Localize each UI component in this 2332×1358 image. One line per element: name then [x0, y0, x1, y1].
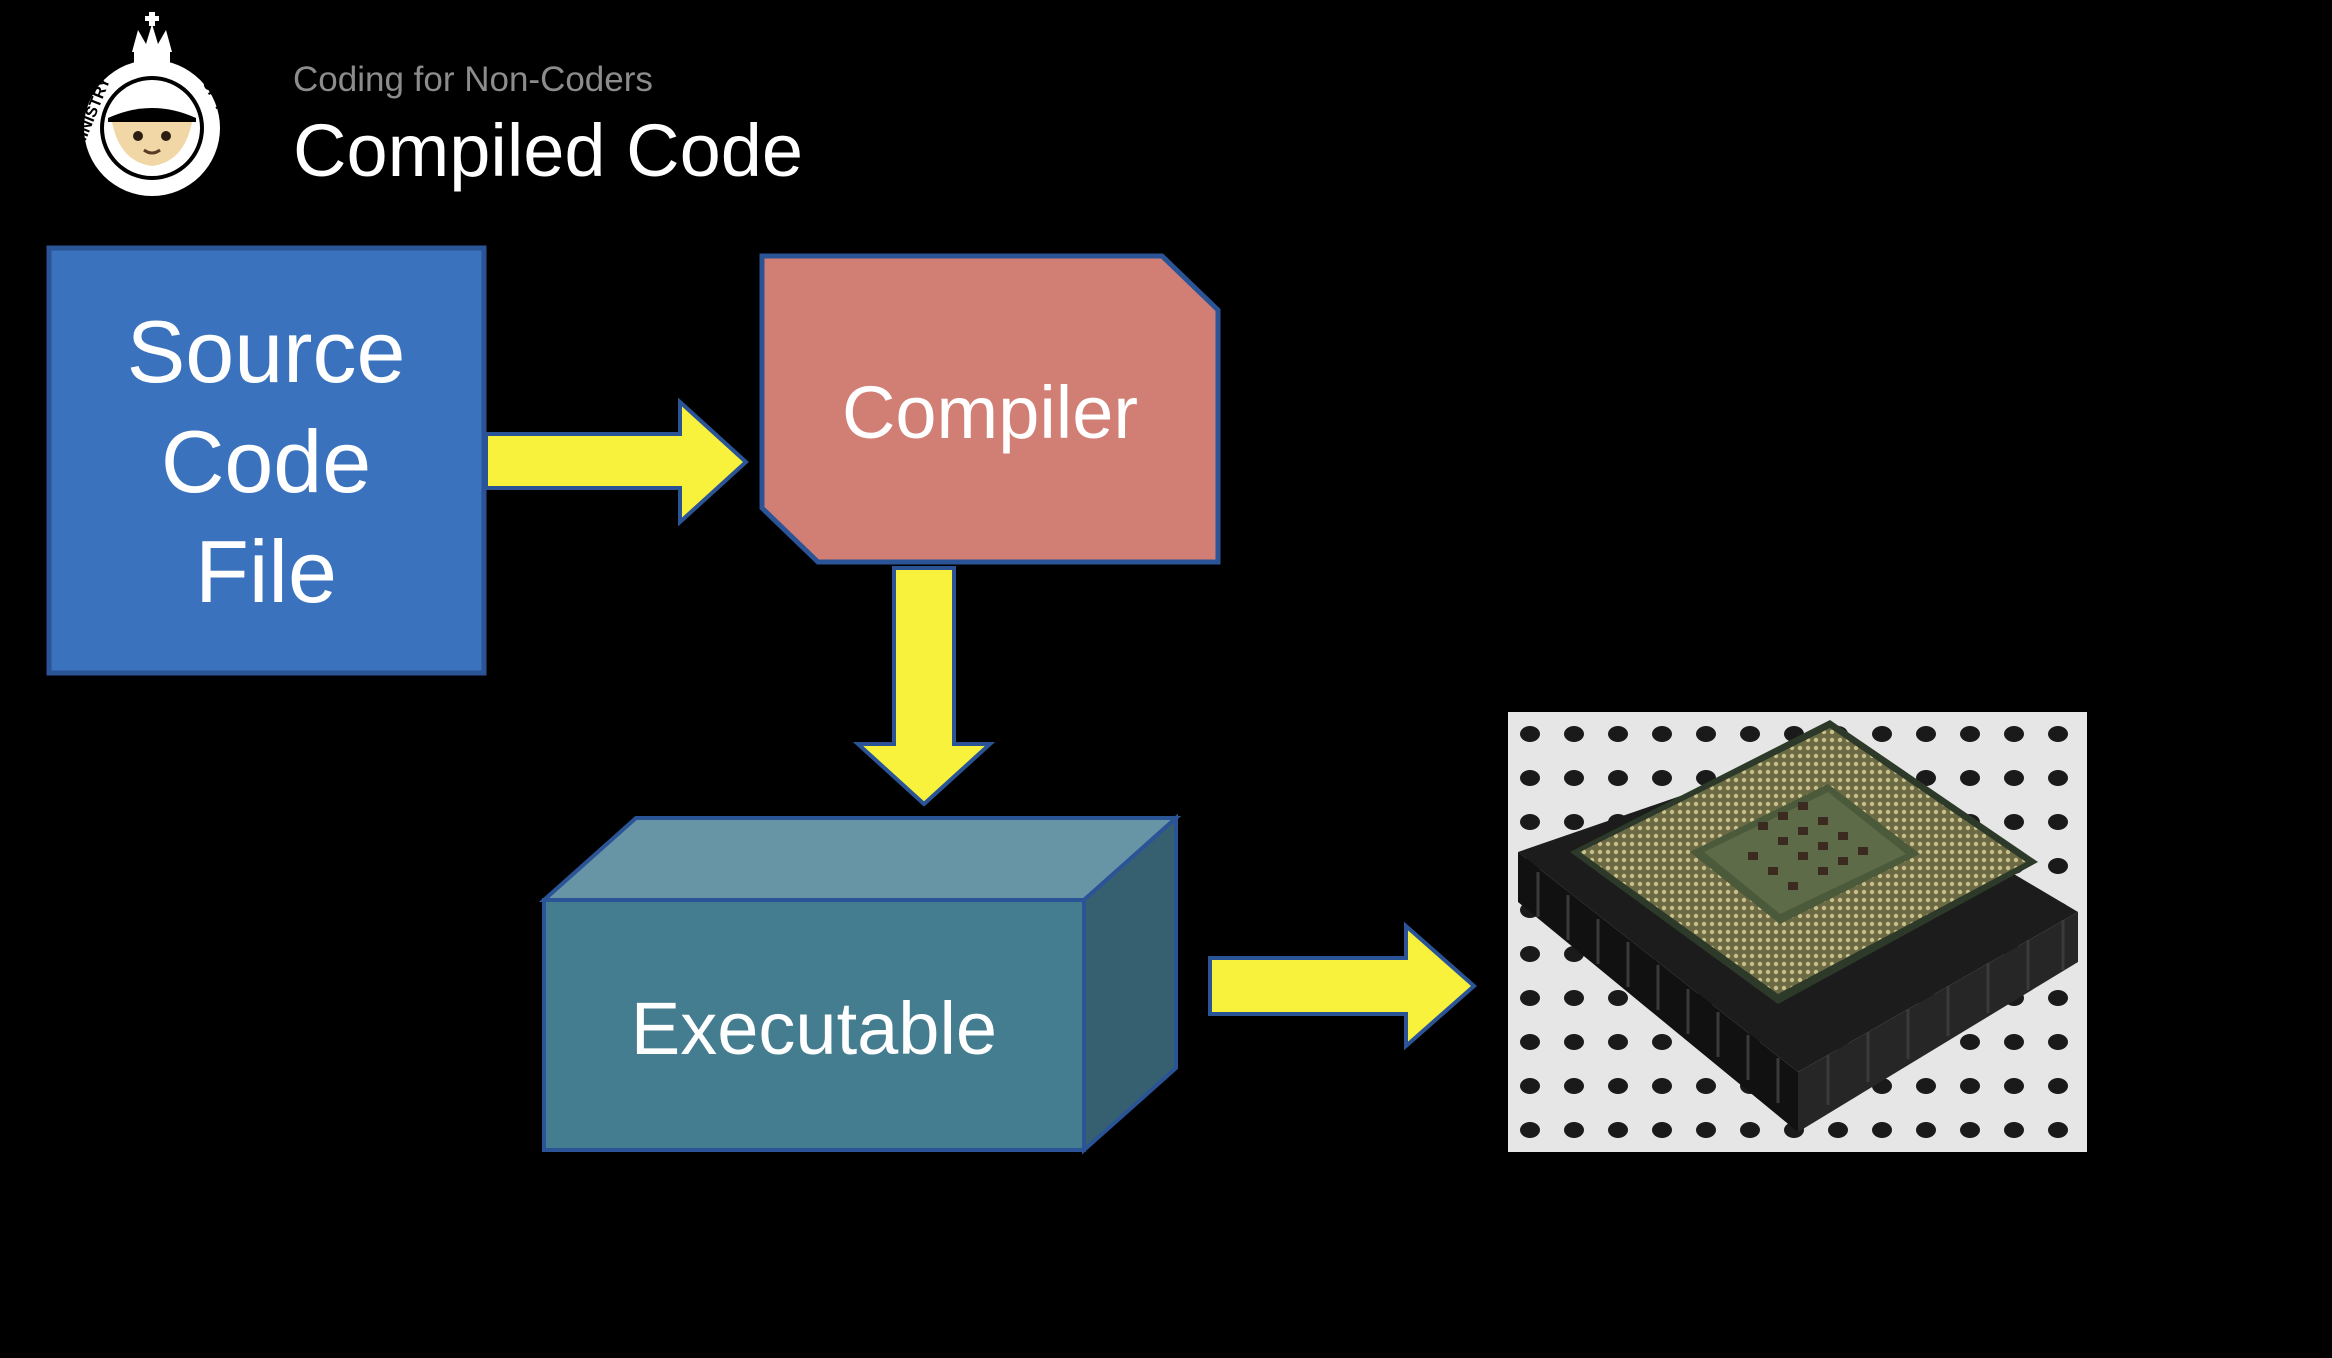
source-label-line1: Source: [127, 302, 406, 401]
arrow-source-to-compiler: [484, 397, 749, 527]
compiler-label: Compiler: [842, 371, 1138, 454]
arrow-compiler-to-executable: [852, 566, 996, 807]
compiler-node: Compiler: [759, 253, 1221, 565]
executable-label: Executable: [631, 987, 997, 1070]
ministry-of-testing-logo: MINISTRY OF TESTING: [70, 12, 252, 196]
crown-icon: [132, 12, 172, 64]
executable-node: Executable: [538, 813, 1182, 1155]
source-code-file-node: Source Code File: [46, 245, 487, 676]
slide-subtitle: Coding for Non-Coders: [293, 60, 653, 99]
source-label-line3: File: [195, 522, 337, 621]
arrow-executable-to-cpu: [1208, 921, 1478, 1051]
cpu-chip-photo: [1508, 712, 2087, 1152]
slide-title: Compiled Code: [293, 109, 804, 192]
source-label-line2: Code: [161, 412, 371, 511]
cpu-chip: [1570, 720, 2038, 1004]
